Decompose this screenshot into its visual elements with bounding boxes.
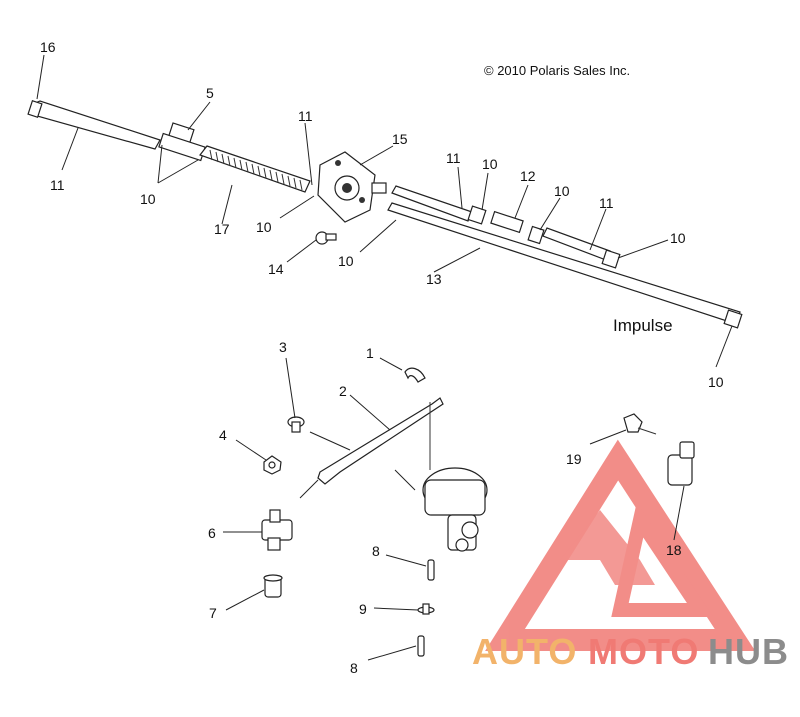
callout-11: 11 (298, 108, 313, 124)
watermark-logo (485, 439, 756, 651)
watermark-text-hub: HUB (708, 631, 789, 672)
callout-10: 10 (256, 219, 272, 235)
callout-11: 11 (599, 195, 614, 211)
callout-7: 7 (209, 605, 217, 621)
fuel-hose-upper-right (391, 185, 621, 269)
callout-10: 10 (482, 156, 498, 172)
callout-18: 18 (666, 542, 682, 558)
screw-19 (623, 413, 657, 435)
bracket (317, 397, 444, 485)
callout-8: 8 (350, 660, 358, 676)
callout-10: 10 (708, 374, 724, 390)
callout-10: 10 (670, 230, 686, 246)
callout-3: 3 (279, 339, 287, 355)
mount-6 (261, 509, 293, 551)
push-pin (315, 231, 337, 245)
callout-11: 11 (446, 150, 461, 166)
callout-10: 10 (554, 183, 570, 199)
callout-17: 17 (214, 221, 230, 237)
pin-8-lower (417, 635, 425, 657)
nut-4 (263, 455, 282, 475)
callout-8: 8 (372, 543, 380, 559)
callout-9: 9 (359, 601, 367, 617)
hose-1 (404, 367, 426, 383)
screw-3 (287, 416, 305, 433)
callout-14: 14 (268, 261, 284, 277)
callout-11: 11 (50, 177, 65, 193)
watermark-text-moto: MOTO (588, 631, 699, 672)
watermark-text-auto: AUTO (472, 631, 577, 672)
copyright-text: © 2010 Polaris Sales Inc. (484, 63, 630, 78)
callout-19: 19 (566, 451, 582, 467)
fuel-pump (317, 151, 387, 223)
callout-10: 10 (338, 253, 354, 269)
grommet-7 (263, 574, 283, 598)
callout-2: 2 (339, 383, 347, 399)
impulse-label: Impulse (613, 316, 673, 335)
callout-12: 12 (520, 168, 536, 184)
callout-5: 5 (206, 85, 214, 101)
impulse-hose (387, 202, 743, 329)
callout-16: 16 (40, 39, 56, 55)
clamp-18 (667, 441, 695, 486)
callout-6: 6 (208, 525, 216, 541)
tee-fitting (158, 122, 206, 162)
fuel-hose-left (27, 100, 161, 150)
clip-9 (417, 603, 435, 615)
callout-1: 1 (366, 345, 374, 361)
callout-4: 4 (219, 427, 227, 443)
callout-13: 13 (426, 271, 442, 287)
callout-15: 15 (392, 131, 408, 147)
leader-lines (36, 54, 733, 661)
corrugated-hose (199, 145, 311, 193)
pin-8-upper (427, 559, 435, 581)
carburetor (422, 467, 488, 552)
callout-10: 10 (140, 191, 156, 207)
